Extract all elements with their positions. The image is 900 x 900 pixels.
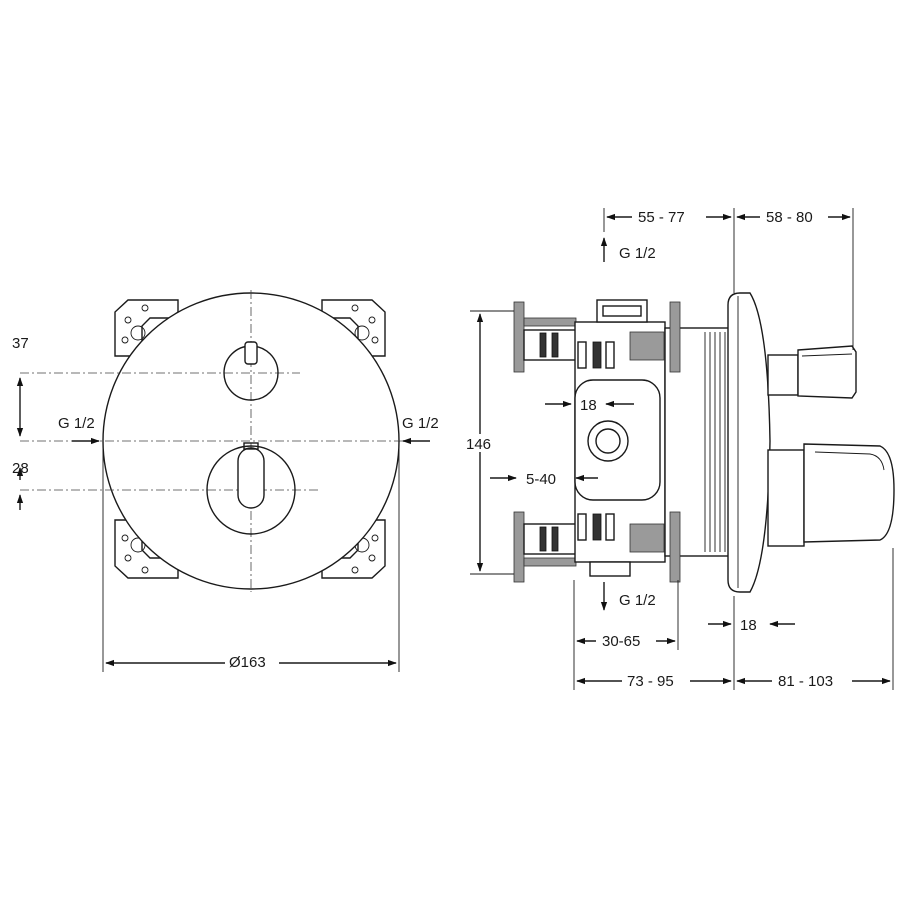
outlet-bottom-label: G 1/2 <box>619 592 656 609</box>
inlet-left-label: G 1/2 <box>58 415 95 432</box>
inlet-connector-bottom <box>523 523 577 567</box>
port-width-label: 18 <box>580 397 597 414</box>
threaded-sleeve <box>629 301 734 583</box>
side-view: G 1/2 G 1/2 55 - 77 58 - 80 146 18 5-40 … <box>466 206 895 690</box>
diameter-label: Ø163 <box>229 654 266 671</box>
dim-top-offset: 37 <box>12 335 29 352</box>
depth-range-label: 30-65 <box>602 633 640 650</box>
height-label: 146 <box>466 436 491 453</box>
thermostat-knob <box>206 442 296 535</box>
inlet-right-label: G 1/2 <box>402 415 439 432</box>
front-view: 37 28 G 1/2 G 1/2 Ø163 <box>12 290 439 672</box>
cover-plate-side <box>727 292 771 593</box>
dim-bottom-right: 81 - 103 <box>778 673 833 690</box>
dim-top-left: 55 - 77 <box>638 209 685 226</box>
inlet-connector-top <box>523 317 577 361</box>
dim-bottom-left: 73 - 95 <box>627 673 674 690</box>
dim-top-right: 58 - 80 <box>766 209 813 226</box>
outlet-top-label: G 1/2 <box>619 245 656 262</box>
diverter-knob <box>223 341 279 401</box>
valve-body <box>574 299 666 577</box>
adjust-range-label: 5-40 <box>526 471 556 488</box>
mounting-bracket-top-left <box>114 299 179 357</box>
diverter-knob-side <box>767 345 857 399</box>
thermostat-knob-side <box>767 443 895 547</box>
plate-thickness-label: 18 <box>740 617 757 634</box>
dim-bottom-offset: 28 <box>12 460 29 477</box>
